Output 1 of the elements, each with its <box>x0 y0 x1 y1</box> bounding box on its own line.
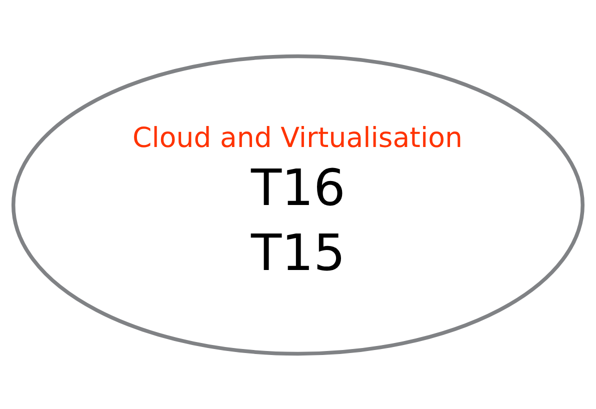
node-ellipse: Cloud and Virtualisation T16 T15 <box>11 54 585 356</box>
